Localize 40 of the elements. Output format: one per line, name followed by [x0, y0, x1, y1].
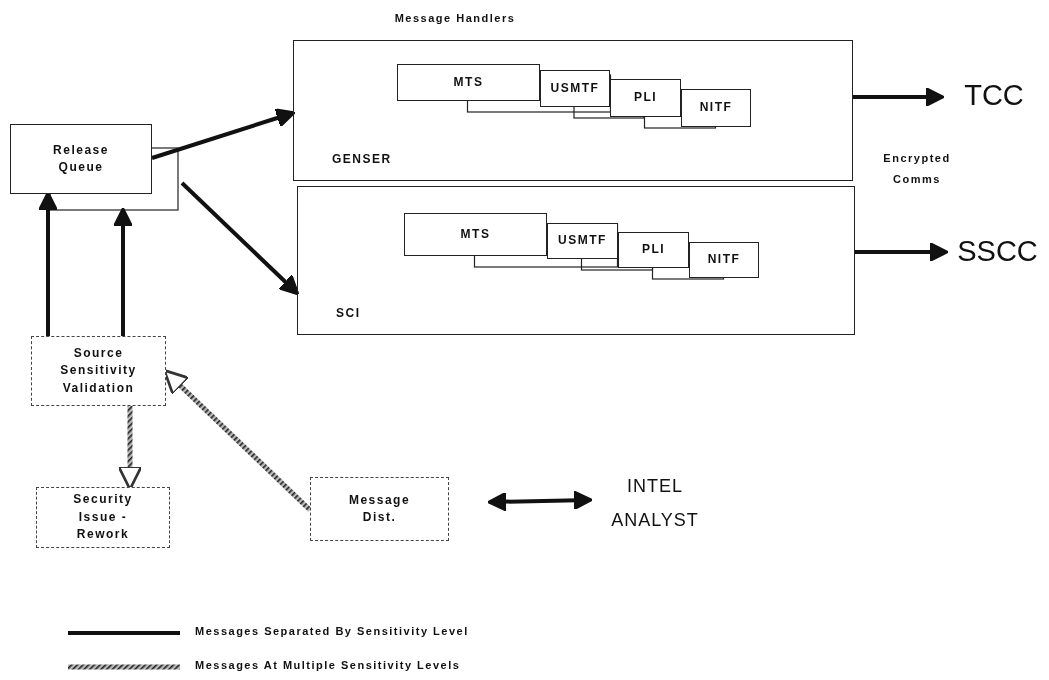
box-label: USMTF — [550, 79, 600, 97]
double-arrow — [487, 490, 593, 512]
endpoint-label: INTEL ANALYST — [610, 474, 700, 532]
process-box — [689, 242, 759, 278]
endpoint-label: SSCC — [957, 236, 1038, 266]
box-label: NITF — [707, 251, 741, 269]
note-text: Message Handlers — [393, 11, 517, 26]
box-label: Release Queue — [52, 141, 110, 176]
box-label: Security Issue - Rework — [72, 491, 134, 544]
process-box — [618, 232, 689, 268]
process-box — [547, 223, 618, 259]
process-box — [36, 487, 170, 548]
process-box — [310, 477, 449, 541]
process-box — [404, 213, 547, 256]
box-label: Source Sensitivity Validation — [59, 344, 138, 397]
arrow — [112, 207, 134, 336]
process-box — [10, 124, 152, 194]
box-label: PLI — [633, 89, 658, 107]
process-box — [397, 64, 540, 101]
handler-group-box — [297, 186, 855, 335]
legend-label: Messages At Multiple Sensitivity Levels — [195, 659, 461, 671]
arrow — [151, 108, 296, 160]
process-box — [540, 70, 610, 107]
box-label: Message Dist. — [347, 491, 412, 526]
process-box — [31, 336, 166, 406]
box-label: PLI — [641, 241, 666, 259]
group-label: GENSER — [332, 152, 392, 166]
endpoint-label: TCC — [964, 80, 1024, 110]
note-text: Encrypted Comms — [882, 151, 952, 187]
group-label: SCI — [336, 306, 361, 320]
box-label: MTS — [453, 73, 484, 91]
box-label: USMTF — [558, 232, 607, 250]
process-box — [681, 89, 751, 127]
legend-label: Messages Separated By Sensitivity Level — [195, 625, 469, 637]
box-label: NITF — [699, 99, 733, 117]
process-box — [610, 79, 681, 117]
arrow — [855, 241, 949, 263]
handler-group-box — [293, 40, 853, 181]
arrow — [853, 86, 945, 108]
box-label: MTS — [460, 225, 491, 243]
